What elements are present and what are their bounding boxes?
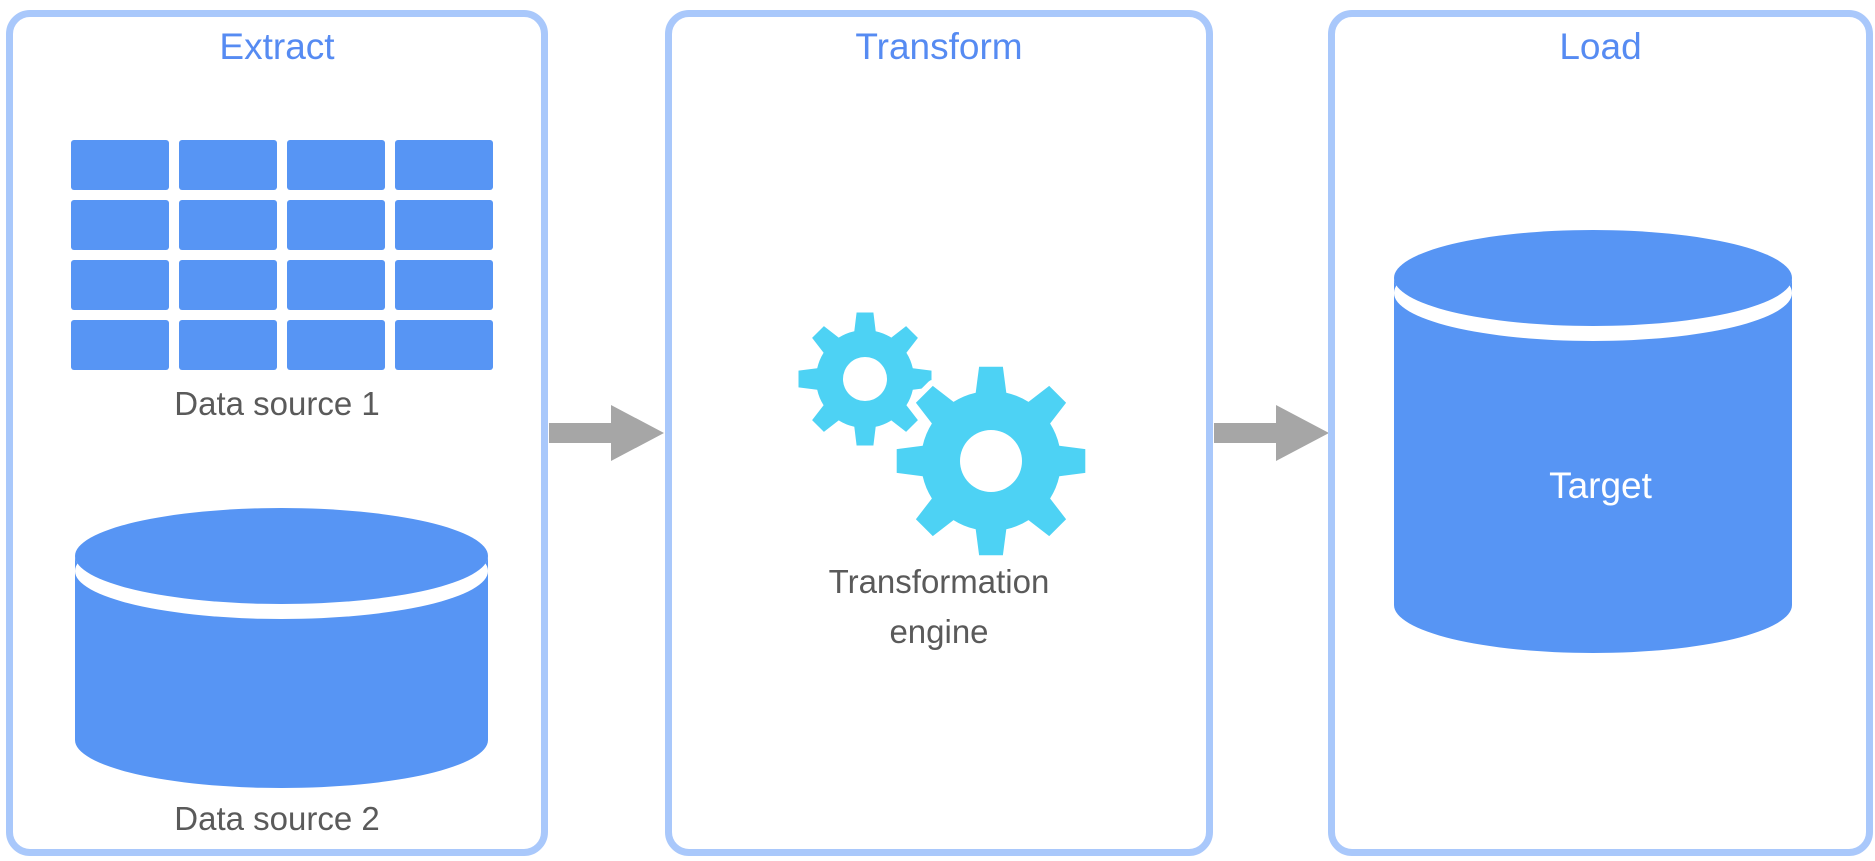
table-cell — [71, 320, 169, 370]
table-cell — [179, 140, 277, 190]
table-cell — [179, 200, 277, 250]
arrow-shape — [1214, 405, 1329, 461]
cylinder-body — [1394, 278, 1792, 653]
database-cylinder-icon — [1394, 230, 1792, 653]
table-cell — [71, 200, 169, 250]
panel-load: Load Target — [1328, 10, 1873, 856]
small-gear-hole — [843, 357, 887, 401]
data-source-1-label: Data source 1 — [174, 385, 380, 422]
cylinder-lid — [1394, 230, 1792, 326]
table-cell — [179, 320, 277, 370]
gears-icon — [798, 312, 1092, 562]
table-cell — [287, 200, 385, 250]
flow-arrow-icon — [1214, 405, 1329, 461]
flow-arrow-icon — [549, 405, 664, 461]
table-cell — [71, 140, 169, 190]
table-icon — [71, 140, 493, 370]
table-cell — [71, 260, 169, 310]
table-cell — [287, 320, 385, 370]
large-gear-hole — [960, 430, 1022, 492]
panel-title-extract: Extract — [219, 26, 335, 67]
table-cell — [287, 260, 385, 310]
table-cell — [179, 260, 277, 310]
panel-extract: Extract Data source 1 Data source 2 — [6, 10, 548, 856]
panel-title-transform: Transform — [855, 26, 1023, 67]
panel-transform: Transform Transformation engine — [665, 10, 1213, 856]
transformation-engine-label: Transformation engine — [828, 563, 1050, 650]
table-cell — [395, 200, 493, 250]
database-cylinder-icon — [75, 508, 488, 788]
panel-title-load: Load — [1559, 26, 1642, 67]
arrow-shape — [549, 405, 664, 461]
table-cell — [287, 140, 385, 190]
table-cell — [395, 260, 493, 310]
target-label: Target — [1549, 465, 1652, 506]
table-cell — [395, 320, 493, 370]
data-source-2-label: Data source 2 — [174, 800, 380, 837]
cylinder-body — [75, 556, 488, 788]
cylinder-lid — [75, 508, 488, 604]
table-cell — [395, 140, 493, 190]
